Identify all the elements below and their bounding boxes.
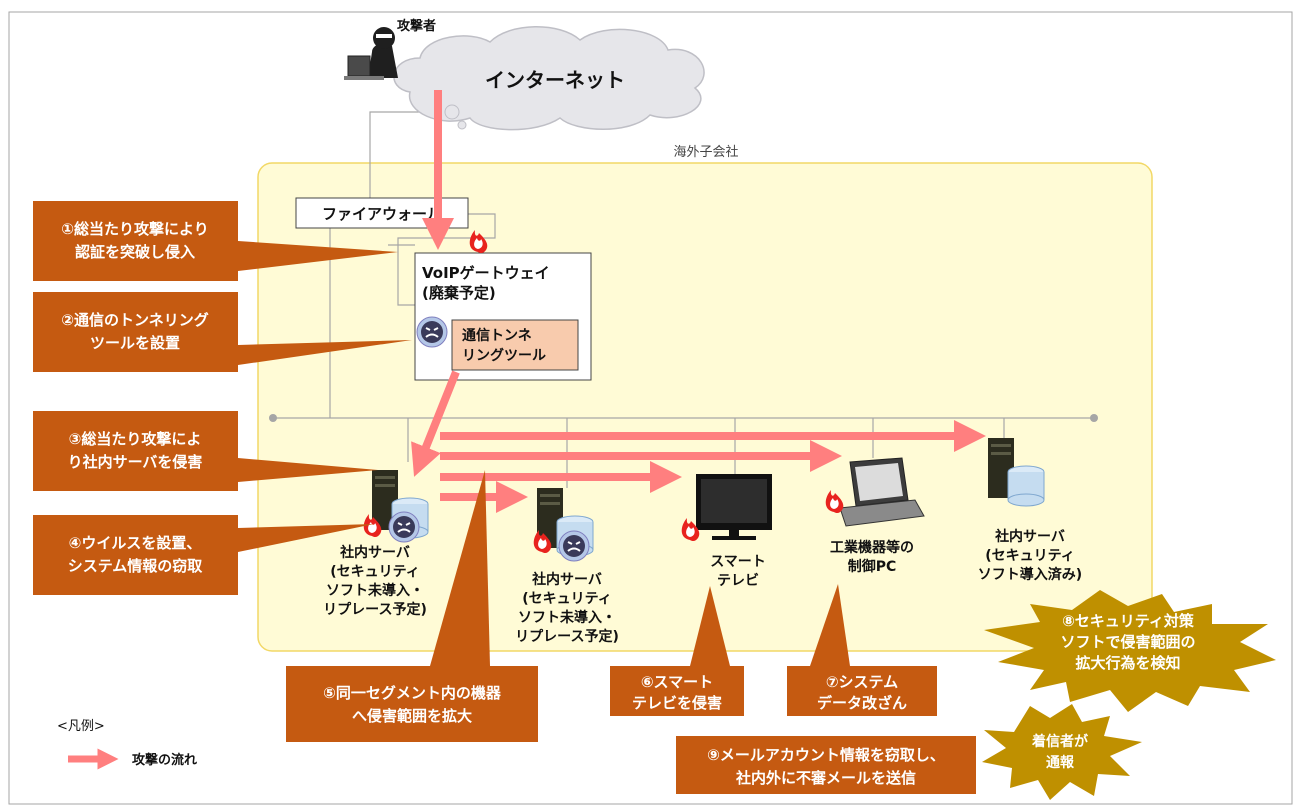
callout-4-box <box>33 515 238 595</box>
callout-3-line1: ③総当たり攻撃によ <box>69 430 202 448</box>
callout-7-box <box>787 666 937 716</box>
callout-9-line1: ⑨メールアカウント情報を窃取し、 <box>707 746 945 764</box>
callout-3-box <box>33 411 238 491</box>
tunnel-label-line1: 通信トンネ <box>462 327 532 344</box>
callout-5-line1: ⑤同一セグメント内の機器 <box>323 684 502 702</box>
burst-8 <box>984 590 1276 712</box>
firewall-label: ファイアウォール <box>322 205 442 223</box>
tv-label-1: スマート <box>710 554 766 570</box>
virus-icon-server2 <box>558 530 590 562</box>
server1-label-4: リプレース予定) <box>323 601 427 618</box>
legend-item: 攻撃の流れ <box>132 752 197 768</box>
callouts <box>33 201 976 794</box>
callout-2-line2: ツールを設置 <box>90 334 180 352</box>
server1-label-3: ソフト未導入・ <box>326 582 424 599</box>
callout-2-box <box>33 292 238 372</box>
burst-8-line3: 拡大行為を検知 <box>1075 654 1180 672</box>
callout-5-pointer <box>430 470 490 666</box>
callout-5-line2: へ侵害範囲を拡大 <box>352 707 472 725</box>
attack-arrow-server <box>411 370 460 477</box>
virus-icon-server1 <box>388 511 420 543</box>
voip-label-line1: VoIPゲートウェイ <box>422 264 550 282</box>
attacker-icon <box>344 27 398 80</box>
smart-tv-icon <box>696 474 772 540</box>
server1-label-2: (セキュリティ <box>330 564 420 580</box>
callout-7-line1: ⑦システム <box>826 673 898 691</box>
voip-label-line2: (廃棄予定) <box>422 284 496 302</box>
burst-caller <box>982 704 1142 800</box>
callout-6-line1: ⑥スマート <box>641 673 713 691</box>
server1-label-1: 社内サーバ <box>339 544 410 561</box>
callout-6-box <box>610 666 744 716</box>
callout-7-pointer <box>810 584 850 666</box>
callout-1-box <box>33 201 238 281</box>
bus-end-right <box>1090 414 1098 422</box>
callout-1-pointer <box>238 241 398 271</box>
server2-label-3: ソフト未導入・ <box>518 609 616 626</box>
tv-label-2: テレビ <box>717 573 759 589</box>
virus-icon-gateway <box>416 316 448 348</box>
pc-label-2: 制御PC <box>848 558 897 575</box>
server3-label-3: ソフト導入済み) <box>978 566 1082 583</box>
callout-4-pointer <box>238 524 374 552</box>
server2-label-2: (セキュリティ <box>522 591 612 607</box>
callout-3-pointer <box>238 458 378 482</box>
internet-label: インターネット <box>485 68 625 92</box>
burst-caller-line2: 通報 <box>1046 754 1075 771</box>
attacker-label: 攻撃者 <box>397 18 436 34</box>
callout-2-pointer <box>238 340 412 365</box>
subsidiary-label: 海外子会社 <box>673 144 738 160</box>
callout-5-box <box>286 666 538 742</box>
burst-8-line1: ⑧セキュリティ対策 <box>1062 612 1195 630</box>
callout-2-line1: ②通信のトンネリング <box>61 311 208 329</box>
server2-label-1: 社内サーバ <box>531 571 602 588</box>
callout-1-line1: ①総当たり攻撃により <box>61 220 208 238</box>
internet-cloud <box>393 26 705 131</box>
burst-8-line2: ソフトで侵害範囲の <box>1060 633 1195 651</box>
legend-title: <凡例> <box>57 719 105 734</box>
tunnel-label-line2: リングツール <box>462 347 546 364</box>
pc-label-1: 工業機器等の <box>830 539 914 556</box>
callout-6-pointer <box>690 586 730 666</box>
callout-3-line2: り社内サーバを侵害 <box>68 453 203 471</box>
burst-caller-line1: 着信者が <box>1031 733 1089 750</box>
callout-9-line2: 社内外に不審メールを送信 <box>735 769 916 787</box>
tunnel-tool-box <box>451 319 579 371</box>
callout-6-line2: テレビを侵害 <box>632 694 722 712</box>
callout-7-line2: データ改ざん <box>817 694 907 712</box>
callout-9-box <box>676 736 976 794</box>
attack-arrows <box>411 90 986 513</box>
server3-label-2: (セキュリティ <box>985 548 1075 564</box>
callout-4-line1: ④ウイルスを設置、 <box>69 534 202 552</box>
callout-1-line2: 認証を突破し侵入 <box>75 243 195 261</box>
server2-label-4: リプレース予定) <box>515 628 619 645</box>
bus-end-left <box>269 414 277 422</box>
server3-label-1: 社内サーバ <box>994 528 1065 545</box>
control-pc-icon <box>839 457 925 527</box>
callout-4-line2: システム情報の窃取 <box>68 557 204 575</box>
